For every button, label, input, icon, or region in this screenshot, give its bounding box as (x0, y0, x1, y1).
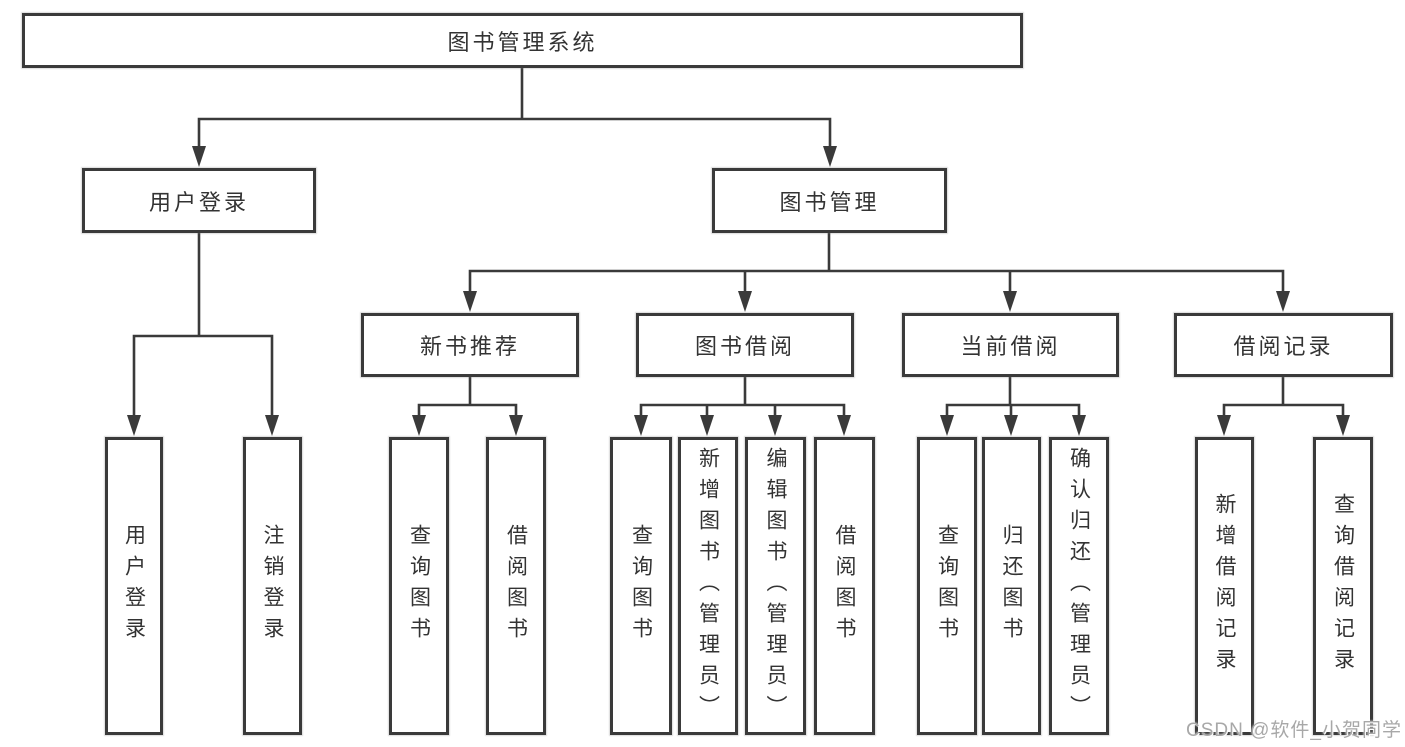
node-user-login: 用户登录 (82, 168, 316, 233)
node-new-book-recommendation: 新书推荐 (361, 313, 579, 377)
leaf-edit-books-admin: 编辑图书（管理员） (745, 437, 806, 735)
leaf-add-borrow-record: 新增借阅记录 (1195, 437, 1254, 735)
arrowheads (127, 146, 1350, 436)
leaf-confirm-return-admin: 确认归还（管理员） (1049, 437, 1109, 735)
leaf-query-books-recommend: 查询图书 (389, 437, 449, 735)
leaf-query-books-current: 查询图书 (917, 437, 977, 735)
node-borrowing-records: 借阅记录 (1174, 313, 1393, 377)
node-current-borrowing: 当前借阅 (902, 313, 1119, 377)
leaf-user-login: 用户登录 (105, 437, 163, 735)
node-library-management-system: 图书管理系统 (22, 13, 1023, 68)
node-book-management: 图书管理 (712, 168, 947, 233)
node-book-borrowing: 图书借阅 (636, 313, 854, 377)
csdn-watermark: CSDN @软件_小贺同学 (1186, 720, 1402, 741)
connector-paths (132, 66, 1345, 421)
leaf-add-books-admin: 新增图书（管理员） (678, 437, 738, 735)
leaf-return-books: 归还图书 (982, 437, 1041, 735)
leaf-query-books-borrowing: 查询图书 (610, 437, 672, 735)
leaf-logout: 注销登录 (243, 437, 302, 735)
leaf-borrow-books-recommend: 借阅图书 (486, 437, 546, 735)
leaf-borrow-books: 借阅图书 (814, 437, 875, 735)
leaf-query-borrow-record: 查询借阅记录 (1313, 437, 1373, 735)
